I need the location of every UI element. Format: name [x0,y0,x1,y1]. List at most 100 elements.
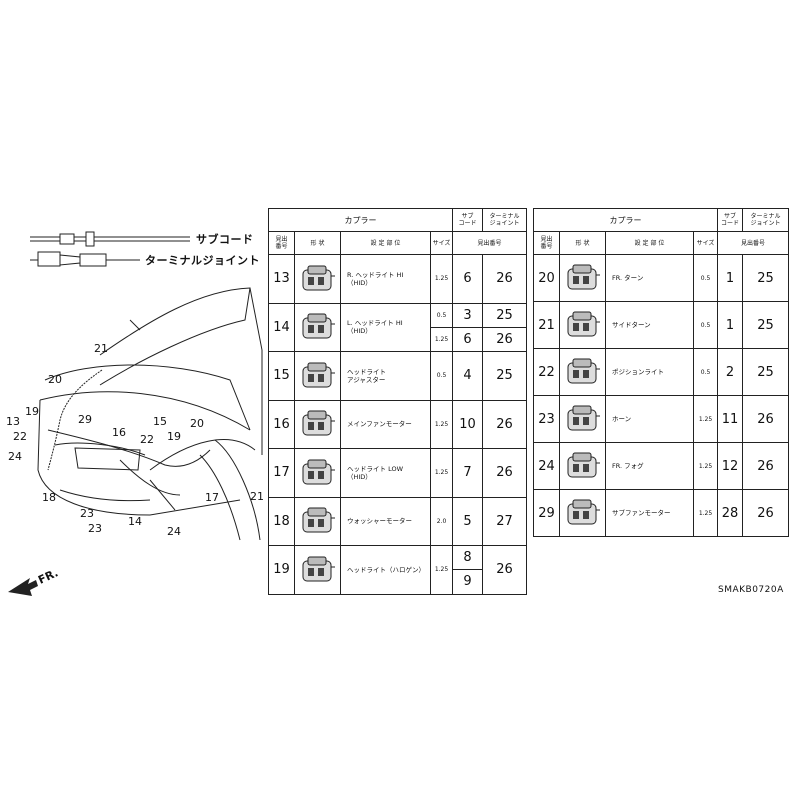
header-size: サイズ [430,231,453,255]
sub-cord-number: 1 [717,301,743,349]
sub-cord-number: 3 [452,302,483,328]
index-number: 23 [533,395,560,443]
wire-size: 1.25 [693,395,718,443]
callout-label: 13 [6,415,20,428]
location-cell: ポジションライト [605,348,694,396]
index-number: 21 [533,301,560,349]
car-body [37,287,263,541]
index-number: 29 [533,489,560,537]
location-cell: FR. フォグ [605,442,694,490]
location-line: FR. ターン [612,274,644,282]
location-line: （HID） [347,472,372,481]
location-line: ヘッドライト（ハロゲン） [347,565,425,574]
location-line: ヘッドライト LOW [347,464,403,473]
connector-icon [295,555,340,585]
location-line: FR. フォグ [612,462,644,470]
connector-icon [295,312,340,342]
sub-cord-number: 2 [717,348,743,396]
terminal-joint-number: 25 [742,348,789,396]
connector-icon [295,458,340,488]
wire-size: 1.25 [693,442,718,490]
connector-icon [560,451,605,481]
index-number: 18 [268,496,295,546]
sub-cord-number: 28 [717,489,743,537]
callout-label: 22 [140,433,154,446]
location-cell: ホーン [605,395,694,443]
callout-label: 19 [167,430,181,443]
connector-shape [559,395,606,443]
sub-cord-number: 7 [452,448,483,498]
terminal-joint-number: 26 [482,448,527,498]
wire-size: 0.5 [430,351,453,401]
terminal-joint-number: 26 [482,399,527,449]
wire-size: 0.5 [693,301,718,349]
location-cell: メインファンモーター [340,399,431,449]
callout-label: 20 [48,373,62,386]
terminal-joint-number: 26 [482,545,527,595]
location-cell: FR. ターン [605,254,694,302]
location-line: L. ヘッドライト HI [347,319,403,328]
index-number: 17 [268,448,295,498]
connector-icon [560,498,605,528]
header-index-no: 見出番号 [268,231,295,255]
location-line: メインファンモーター [347,420,412,429]
location-line: サブファンモーター [612,509,671,517]
terminal-joint-number: 26 [482,254,527,304]
legend-graphics [30,231,190,267]
connector-icon [295,361,340,391]
sub-cord-number: 6 [452,326,483,353]
header-shape: 形 状 [294,231,341,255]
location-line: ヘッドライト [347,367,386,376]
location-line: ホーン [612,415,632,423]
drawing-code: SMAKB0720A [718,585,784,595]
wire-size: 2.0 [430,496,453,546]
connector-icon [560,357,605,387]
coupler-table-right: カプラー サブコード ターミナルジョイント 見出番号 形 状 設 定 部 位 サ… [533,208,789,537]
terminal-joint-number: 26 [482,326,527,353]
callout-label: 19 [25,405,39,418]
coupler-table-left: カプラー サブコード ターミナルジョイント 見出番号 形 状 設 定 部 位 サ… [268,208,527,595]
terminal-joint-number: 27 [482,496,527,546]
connector-shape [294,399,341,449]
index-number: 14 [268,302,295,352]
callout-label: 15 [153,415,167,428]
header-see-no: 見出番号 [452,231,527,255]
connector-icon [560,310,605,340]
index-number: 24 [533,442,560,490]
header-terminal-joint: ターミナルジョイント [482,208,527,232]
connector-shape [294,254,341,304]
header-coupler: カプラー [533,208,718,232]
sub-cord-number: 4 [452,351,483,401]
location-line: アジャスター [347,375,386,384]
table-row: 9 [269,569,527,595]
sub-cord-number: 6 [452,254,483,304]
header-shape: 形 状 [559,231,606,255]
legend-terminal-joint-label: ターミナルジョイント [145,254,260,267]
terminal-joint-number: 25 [482,351,527,401]
connector-shape [559,348,606,396]
sub-cord-number: 11 [717,395,743,443]
wire-size: 0.5 [693,348,718,396]
location-line: ポジションライト [612,368,664,376]
index-number: 13 [268,254,295,304]
terminal-joint-number: 26 [742,395,789,443]
callout-label: 22 [13,430,27,443]
header-size: サイズ [693,231,718,255]
header-coupler: カプラー [268,208,453,232]
header-terminal-joint: ターミナルジョイント [742,208,789,232]
location-cell: ヘッドライトアジャスター [340,351,431,401]
connector-icon [295,409,340,439]
sub-cord-number: 1 [717,254,743,302]
header-sub-cord: サブコード [452,208,483,232]
connector-icon [560,404,605,434]
index-number: 16 [268,399,295,449]
location-line: （HID） [347,327,372,336]
location-cell: サイドターン [605,301,694,349]
